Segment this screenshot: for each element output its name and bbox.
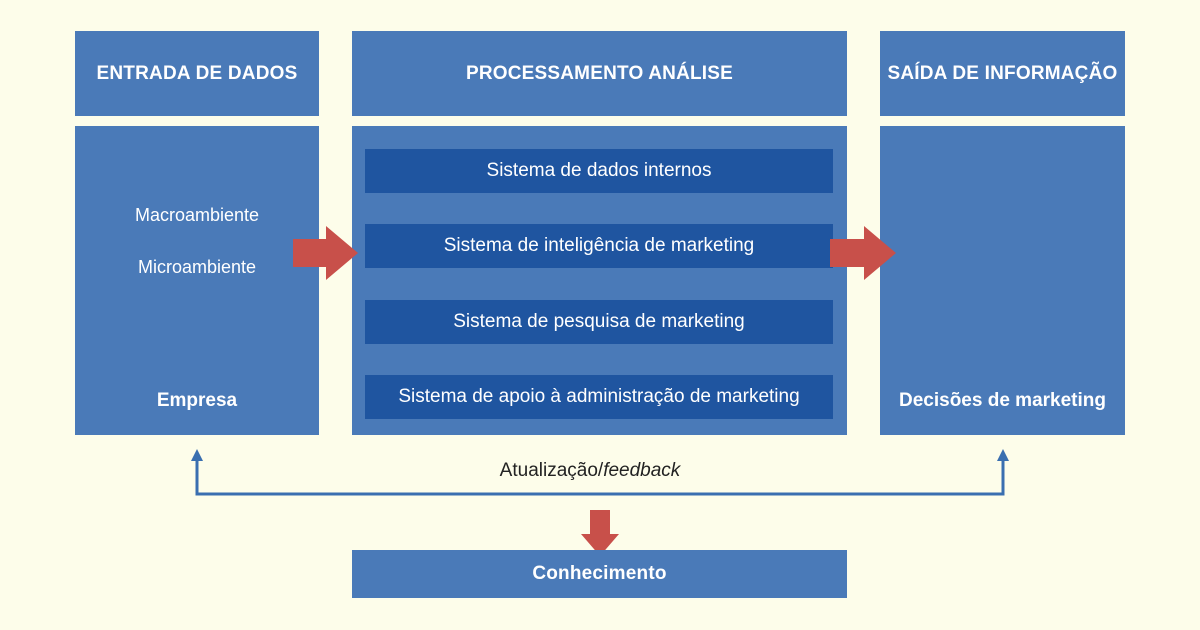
- feedback-label-text: Atualização/: [499, 460, 604, 481]
- feedback-label: Atualização/feedback: [400, 460, 780, 482]
- processing-header: PROCESSAMENTO ANÁLISE: [352, 31, 847, 116]
- input-header-label: ENTRADA DE DADOS: [96, 62, 298, 84]
- arrow-input-to-processing: [293, 226, 358, 280]
- input-header: ENTRADA DE DADOS: [75, 31, 319, 116]
- feedback-arrowhead-left: [191, 449, 203, 461]
- input-panel: Macroambiente Microambiente Empresa: [75, 126, 319, 435]
- feedback-line: [195, 460, 1005, 496]
- system-apoio-administracao: Sistema de apoio à administração de mark…: [365, 375, 833, 419]
- output-footer: Decisões de marketing: [899, 390, 1106, 411]
- output-header: SAÍDA DE INFORMAÇÃO: [880, 31, 1125, 116]
- output-header-label: SAÍDA DE INFORMAÇÃO: [887, 62, 1118, 84]
- output-panel: Decisões de marketing: [880, 126, 1125, 435]
- processing-panel: Sistema de dados internos Sistema de int…: [352, 126, 847, 435]
- input-item-microambiente: Microambiente: [137, 257, 257, 277]
- feedback-label-emphasis: feedback: [603, 460, 681, 481]
- input-item-macroambiente: Macroambiente: [134, 205, 260, 225]
- system-pesquisa-marketing: Sistema de pesquisa de marketing: [365, 300, 833, 344]
- arrow-down-to-knowledge: [581, 510, 619, 556]
- processing-header-label: PROCESSAMENTO ANÁLISE: [465, 62, 734, 84]
- system-inteligencia-marketing: Sistema de inteligência de marketing: [365, 224, 833, 268]
- knowledge-label: Conhecimento: [532, 563, 667, 584]
- feedback-arrowhead-right: [997, 449, 1009, 461]
- arrow-processing-to-output: [830, 226, 896, 280]
- knowledge-box: Conhecimento: [352, 550, 847, 598]
- system-dados-internos: Sistema de dados internos: [365, 149, 833, 193]
- input-footer: Empresa: [156, 390, 238, 411]
